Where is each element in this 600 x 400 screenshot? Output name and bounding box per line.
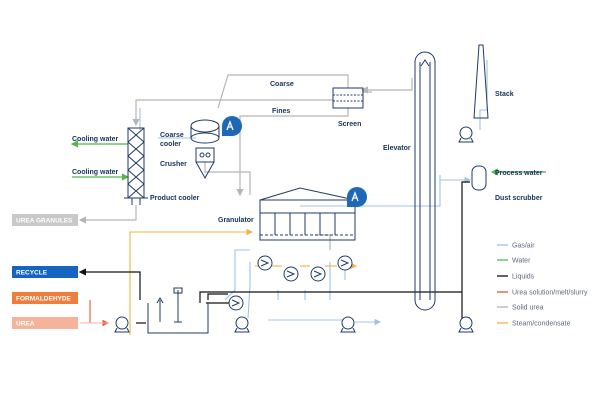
pumps (114, 126, 474, 333)
solid-urea-lines (78, 74, 413, 250)
svg-text:Steam/condensate: Steam/condensate (512, 321, 570, 328)
dust-scrubber-label: Dust scrubber (495, 195, 543, 202)
screen-unit (332, 87, 364, 109)
crusher-label: Crusher (160, 161, 187, 168)
svg-text:Water: Water (512, 258, 531, 265)
legend-item-steam: Steam/condensate (497, 321, 570, 328)
svg-text:UREA GRANULES: UREA GRANULES (16, 218, 73, 225)
coarse-cooler-badge (222, 116, 242, 136)
svg-text:RECYCLE: RECYCLE (16, 270, 48, 277)
svg-text:UREA: UREA (16, 321, 35, 328)
legend-item-urea-solution: Urea solution/melt/slurry (497, 290, 588, 297)
coarse-cooler-label-line2: cooler (160, 141, 181, 148)
svg-text:Gas/air: Gas/air (512, 243, 535, 250)
heat-exchangers (228, 255, 353, 311)
stack (473, 44, 489, 119)
process-water-label: Process water (495, 170, 543, 177)
svg-text:Liquids: Liquids (512, 274, 535, 281)
coarse-cooler (190, 119, 220, 144)
coarse-label: Coarse (270, 81, 294, 88)
granulator-badge (347, 187, 367, 207)
urea-solution-lines (89, 300, 110, 327)
legend-item-water: Water (497, 258, 531, 265)
liquids-lines (78, 181, 470, 324)
granulator-label: Granulator (218, 217, 254, 224)
legend-item-liquids: Liquids (497, 274, 535, 281)
legend-item-gas-air: Gas/air (497, 243, 535, 250)
stack-label: Stack (495, 91, 514, 98)
cooling-water-label-2: Cooling water (72, 169, 119, 176)
legend-item-solid-urea: Solid urea (497, 305, 544, 312)
water-lines (70, 140, 546, 181)
granulator (259, 187, 356, 241)
cooling-water-label-1: Cooling water (72, 136, 119, 143)
fines-label: Fines (272, 108, 290, 115)
elevator-label: Elevator (383, 145, 411, 152)
mixing-tank (147, 287, 209, 334)
legend: Gas/air Water Liquids Urea solution/melt… (497, 243, 588, 328)
svg-text:FORMALDEHYDE: FORMALDEHYDE (16, 296, 72, 303)
svg-text:Urea solution/melt/slurry: Urea solution/melt/slurry (512, 290, 588, 297)
crusher (195, 147, 215, 180)
coarse-cooler-label-line1: Coarse (160, 132, 184, 139)
product-cooler (124, 127, 148, 205)
dust-scrubber (471, 165, 487, 191)
elevator (414, 51, 436, 311)
screen-label: Screen (338, 121, 361, 128)
recycle-box: RECYCLE (12, 266, 78, 278)
formaldehyde-box: FORMALDEHYDE (12, 292, 78, 304)
urea-granules-box: UREA GRANULES (12, 214, 78, 226)
urea-box: UREA (12, 317, 78, 329)
product-cooler-label: Product cooler (150, 195, 200, 202)
svg-text:Solid urea: Solid urea (512, 305, 544, 312)
